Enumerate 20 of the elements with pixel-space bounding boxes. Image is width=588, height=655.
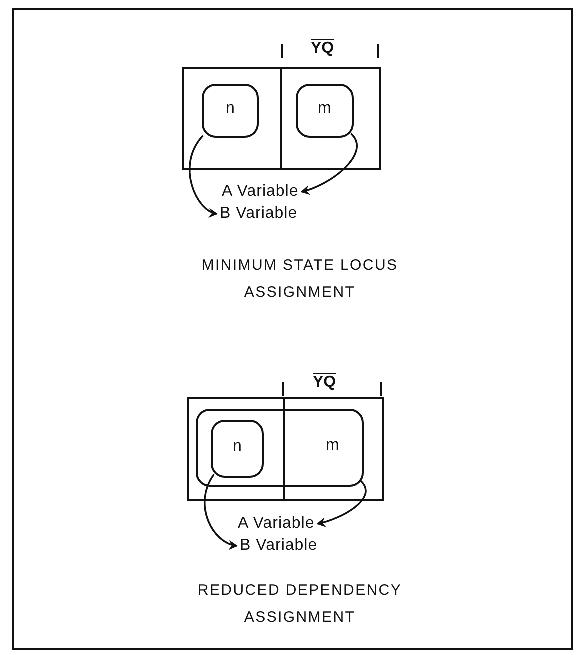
loop-outline	[296, 84, 354, 138]
cell-value: m	[326, 437, 340, 455]
variable-label: B Variable	[240, 537, 318, 555]
curved-arrow	[316, 480, 367, 528]
cell-value: n	[233, 438, 242, 456]
variable-label: YQ	[311, 40, 334, 58]
curved-arrow	[204, 474, 238, 550]
variable-label: A Variable	[238, 515, 315, 533]
loop-outline	[196, 409, 364, 487]
variable-label: YQ	[313, 374, 336, 392]
caption: REDUCED DEPENDENCY ASSIGNMENT	[196, 581, 404, 628]
curved-arrow	[300, 133, 358, 195]
curved-arrow	[189, 135, 218, 217]
cell-value: m	[318, 100, 332, 118]
variable-label: A Variable	[222, 183, 299, 201]
loop-outline	[211, 420, 264, 478]
caption: MINIMUM STATE LOCUS ASSIGNMENT	[200, 256, 400, 303]
loop-outline	[202, 84, 259, 138]
variable-label: B Variable	[220, 205, 298, 223]
cell-value: n	[226, 100, 235, 118]
